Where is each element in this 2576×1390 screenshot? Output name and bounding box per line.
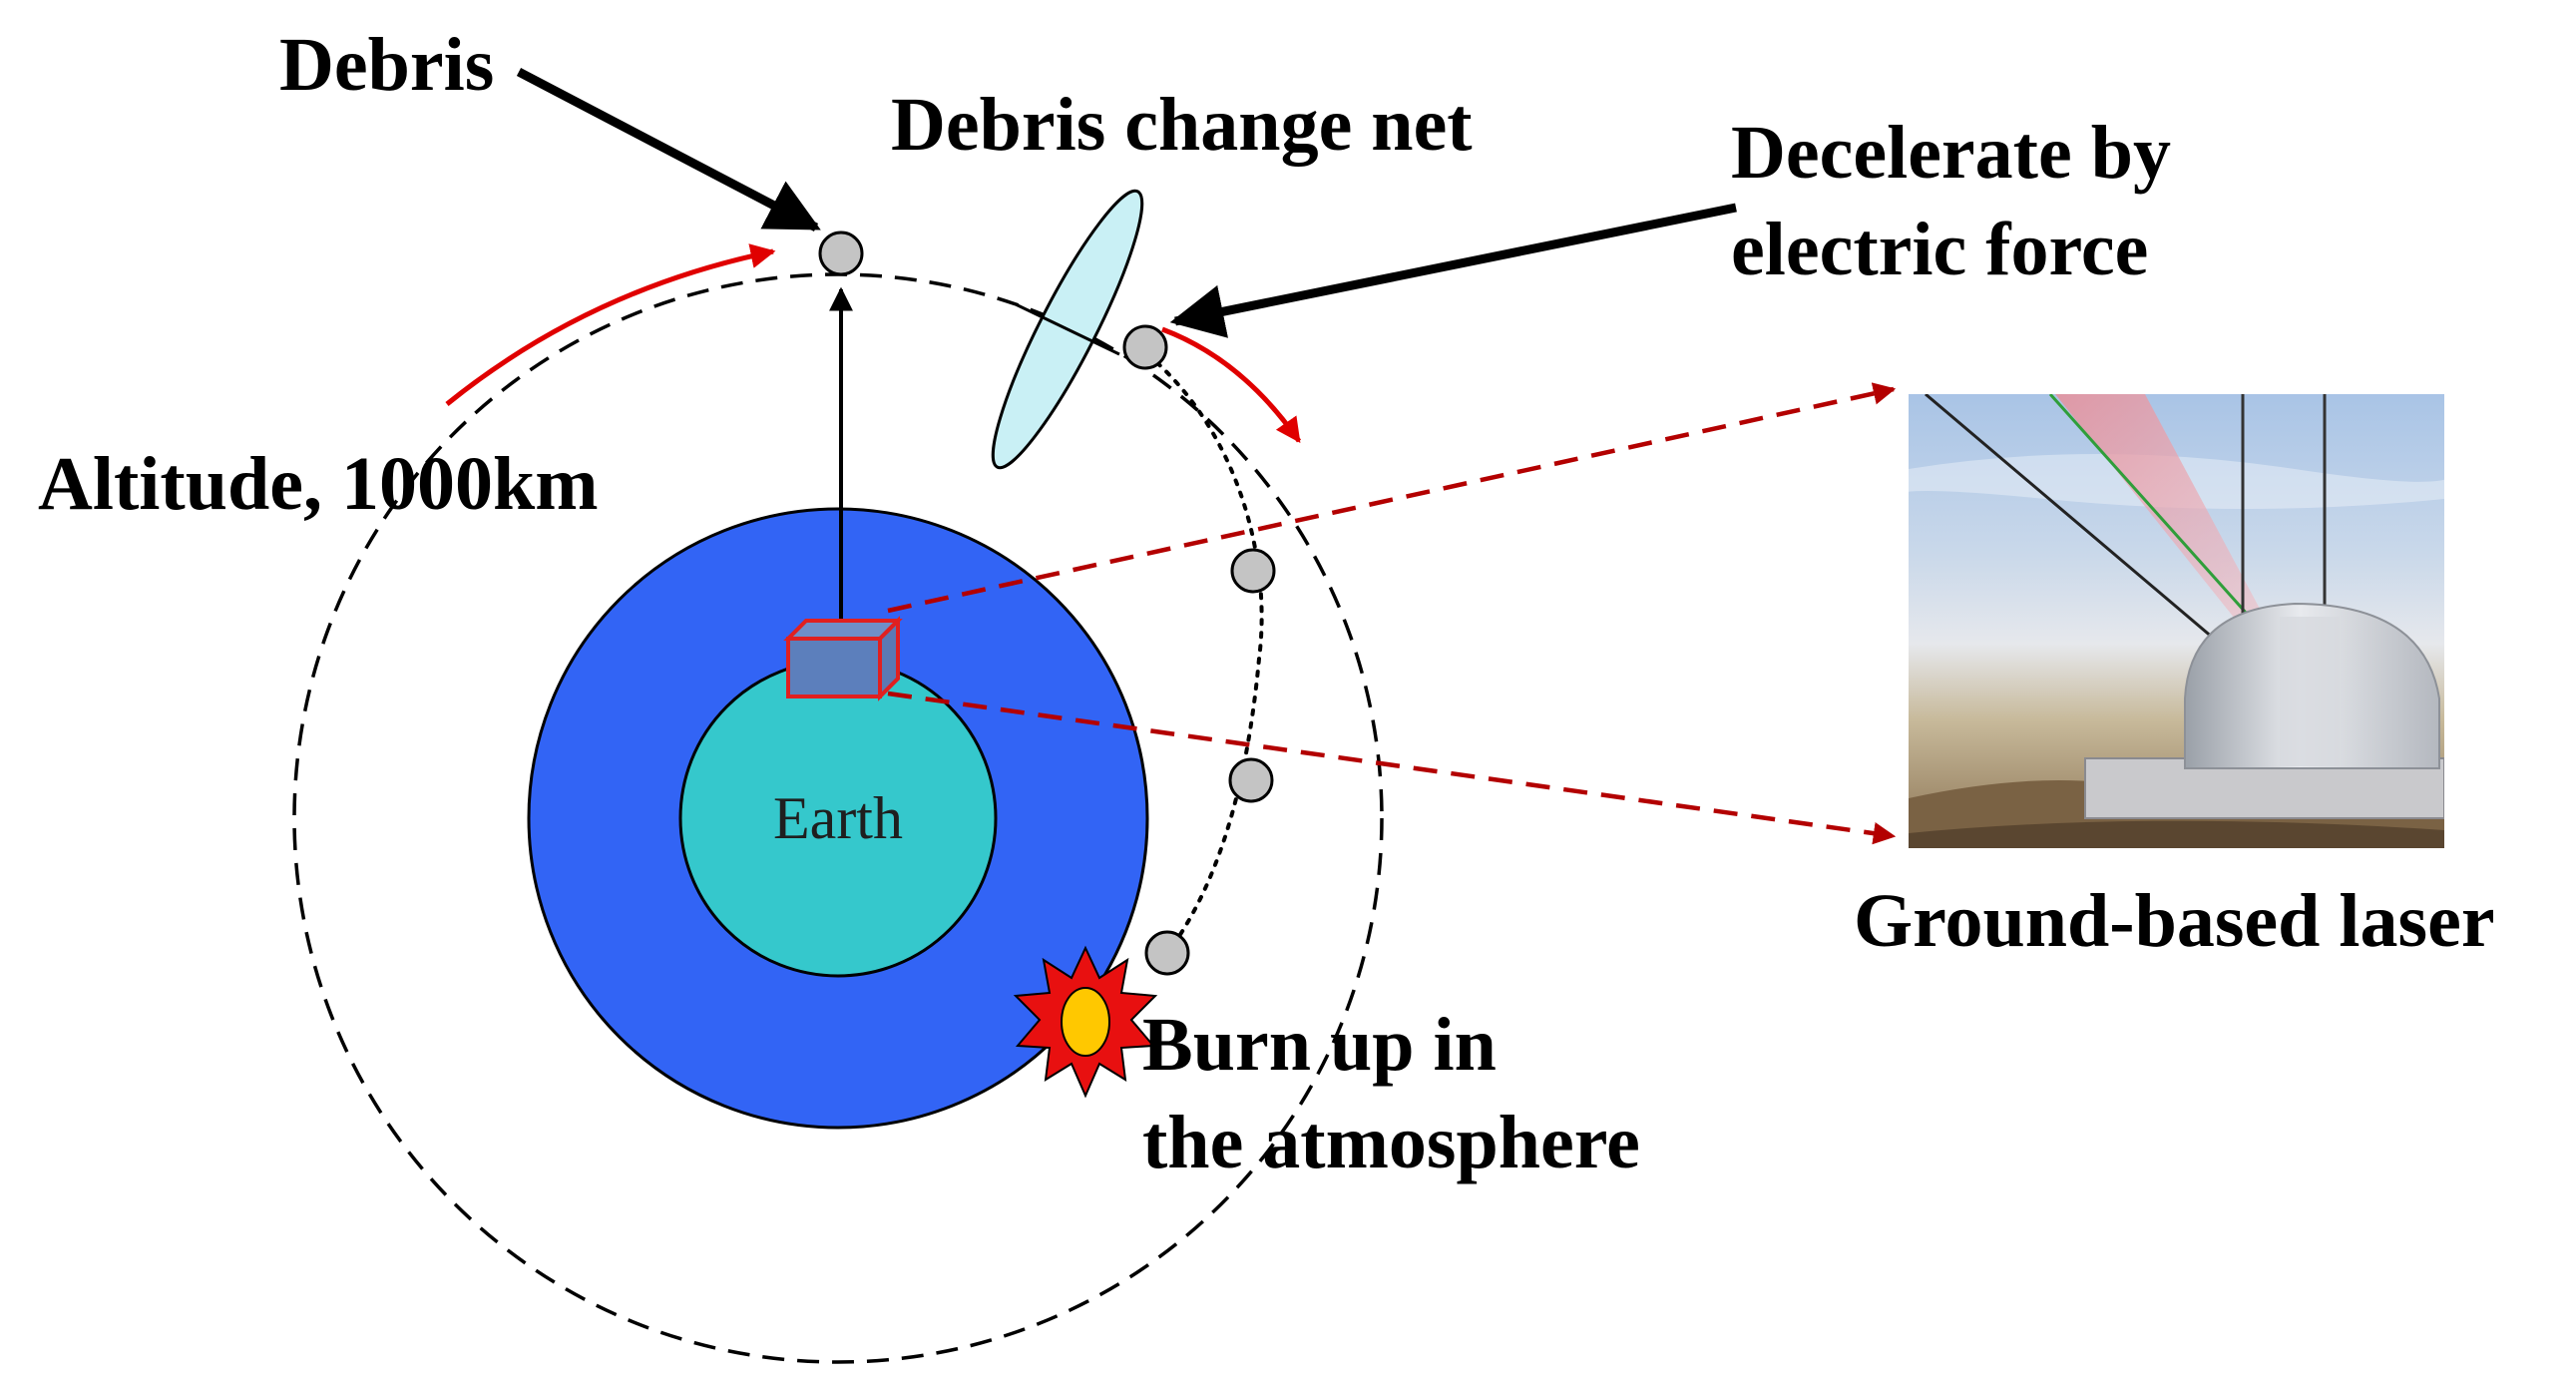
debris-label: Debris bbox=[279, 23, 494, 107]
change-net-label: Debris change net bbox=[891, 83, 1473, 167]
earth-label: Earth bbox=[773, 785, 903, 851]
burn-label-line1: Burn up in bbox=[1142, 1003, 1497, 1087]
orbit-direction-arrow bbox=[445, 243, 776, 406]
observatory-dome-laser-picture bbox=[1909, 394, 2444, 848]
debris-decay-3 bbox=[1144, 930, 1190, 976]
burn-label-line2: the atmosphere bbox=[1142, 1101, 1640, 1184]
laser-beam-lower bbox=[887, 691, 1897, 845]
decelerate-pointer-arrow bbox=[1169, 203, 1737, 338]
deceleration-direction-arrow bbox=[1161, 326, 1302, 444]
decelerate-label-line1: Decelerate by bbox=[1731, 111, 2171, 195]
debris-at-net bbox=[1122, 324, 1168, 370]
laser-label: Ground-based laser bbox=[1854, 879, 2495, 963]
debris-decay-2 bbox=[1228, 757, 1274, 803]
laser-beam-upper bbox=[887, 382, 1897, 614]
net-center-line bbox=[1015, 302, 1120, 356]
altitude-label: Altitude, 1000km bbox=[38, 442, 599, 526]
decay-path bbox=[1145, 352, 1264, 958]
decelerate-label-line2: electric force bbox=[1731, 208, 2148, 291]
burn-explosion-icon bbox=[1013, 945, 1158, 1099]
debris-top bbox=[818, 231, 864, 276]
debris-decay-1 bbox=[1230, 548, 1276, 594]
ground-station-box-icon bbox=[783, 616, 903, 701]
debris-pointer-arrow bbox=[516, 68, 821, 232]
